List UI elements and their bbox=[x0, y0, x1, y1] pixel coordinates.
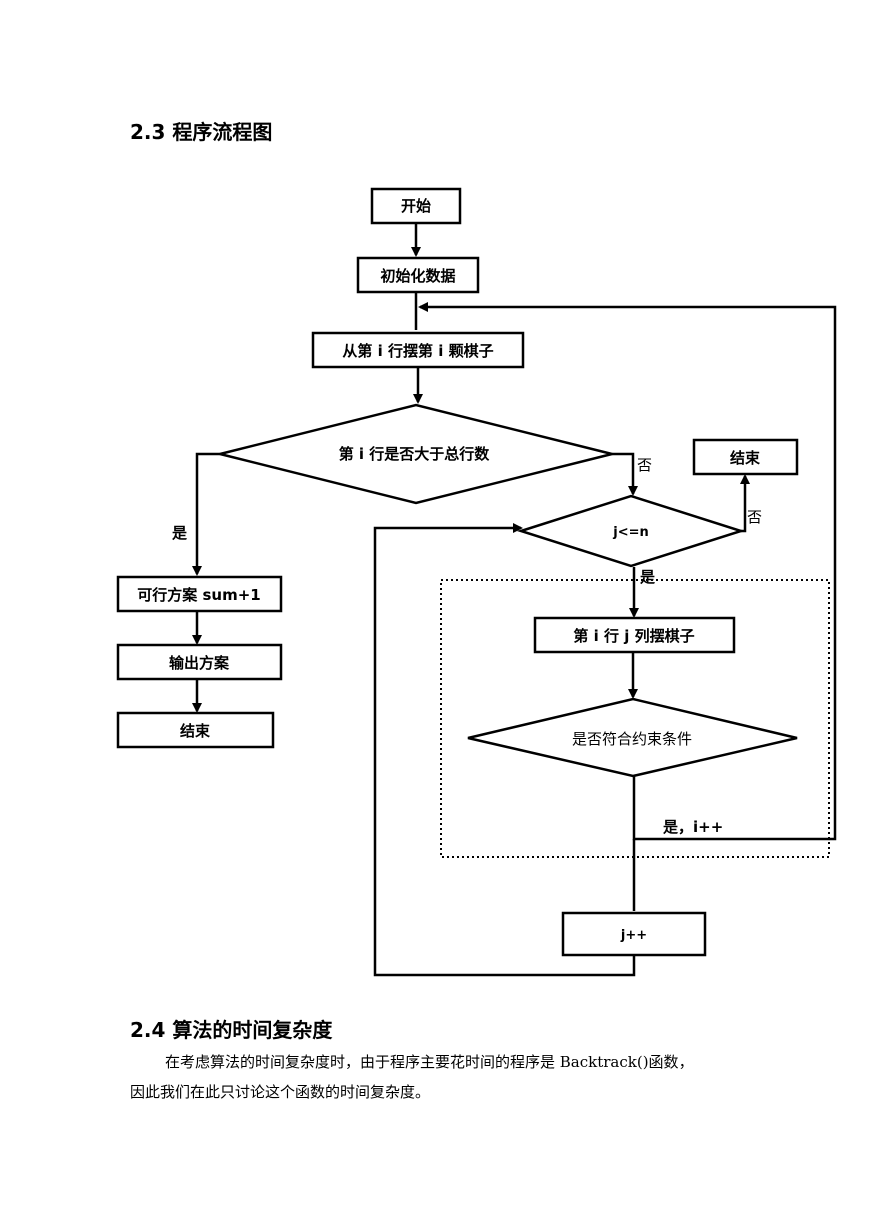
label-no-right: 否 bbox=[637, 456, 652, 474]
end-right-label: 结束 bbox=[730, 449, 761, 467]
arrow-no-to-jcond bbox=[612, 452, 638, 496]
arrow-yes-to-feasible bbox=[192, 452, 220, 576]
start-label: 开始 bbox=[401, 197, 431, 215]
place-row-label: 从第 i 行摆第 i 颗棋子 bbox=[342, 342, 493, 360]
paragraph-line-2: 因此我们在此只讨论这个函数的时间复杂度。 bbox=[130, 1083, 431, 1101]
paragraph-line-1: 在考虑算法的时间复杂度时，由于程序主要花时间的程序是 Backtrack()函数… bbox=[165, 1053, 694, 1071]
arrow-j-increment-loop bbox=[373, 523, 636, 977]
output-box bbox=[116, 643, 283, 681]
place-row-box bbox=[311, 331, 525, 369]
cond-constraint-diamond bbox=[467, 697, 798, 778]
loop-region-outline bbox=[440, 579, 830, 858]
start-box bbox=[370, 187, 462, 225]
cond-j-diamond bbox=[516, 494, 746, 568]
label-yes-down: 是 bbox=[639, 568, 656, 586]
init-label: 初始化数据 bbox=[380, 267, 455, 285]
flowchart: 开始 初始化数据 从第 i 行摆第 i 颗棋子 第 i 行是否大于总行数 结束 … bbox=[116, 187, 837, 977]
j-increment-box bbox=[561, 911, 707, 957]
feasible-box bbox=[116, 575, 283, 613]
cond-j-label: j<=n bbox=[612, 525, 649, 540]
arrow-jcond-no-to-end bbox=[740, 474, 750, 533]
arrow-constraint-yes-loop bbox=[418, 302, 837, 841]
j-increment-label: j++ bbox=[620, 928, 647, 943]
end-left-box bbox=[116, 711, 275, 749]
cond-constraint-label: 是否符合约束条件 bbox=[572, 730, 692, 748]
init-box bbox=[356, 256, 480, 294]
place-col-box bbox=[533, 616, 736, 654]
section-2-4-title: 2.4 算法的时间复杂度 bbox=[130, 1018, 333, 1042]
feasible-label: 可行方案 sum+1 bbox=[137, 586, 260, 604]
label-yes-left: 是 bbox=[171, 524, 188, 542]
output-label: 输出方案 bbox=[169, 654, 230, 672]
end-left-label: 结束 bbox=[180, 722, 211, 740]
cond-rows-label: 第 i 行是否大于总行数 bbox=[339, 445, 491, 463]
label-no-end: 否 bbox=[747, 508, 762, 526]
end-right-box bbox=[692, 438, 799, 476]
cond-rows-diamond bbox=[219, 403, 613, 505]
section-2-3-title: 2.3 程序流程图 bbox=[130, 120, 273, 144]
label-yes-i-increment: 是，i++ bbox=[662, 818, 723, 836]
place-col-label: 第 i 行 j 列摆棋子 bbox=[573, 627, 694, 645]
